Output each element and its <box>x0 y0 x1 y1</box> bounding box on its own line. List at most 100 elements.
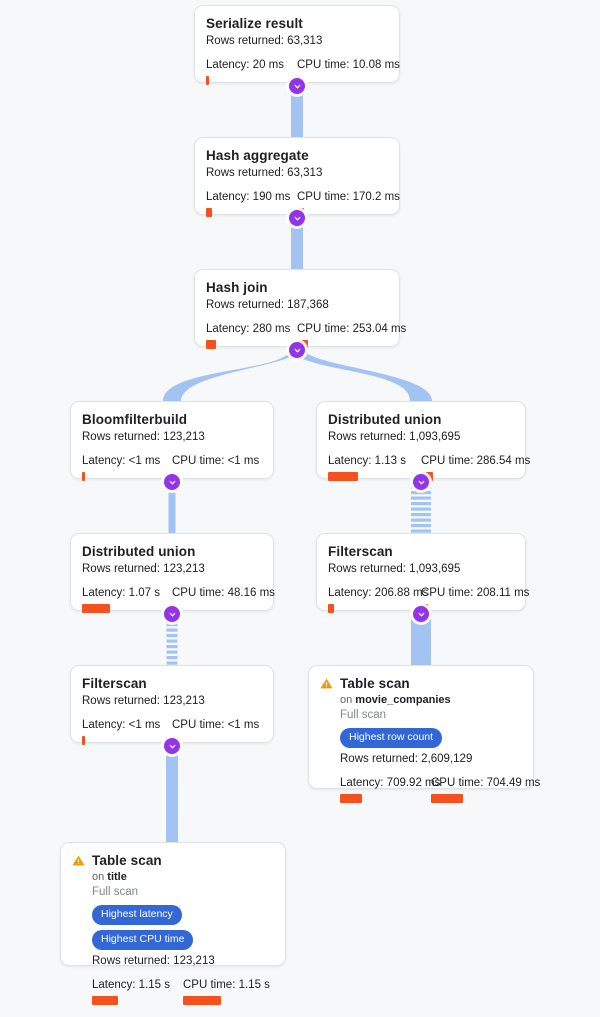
node-cpu-time-label: CPU time: 10.08 ms <box>297 59 400 71</box>
chevron-down-icon <box>169 744 175 748</box>
node-latency: Latency: 709.92 ms <box>340 776 440 803</box>
node-title: Filterscan <box>82 676 147 691</box>
connector-bloomfilterbuild[interactable] <box>164 474 180 490</box>
connector-hash-join[interactable] <box>289 342 305 358</box>
chevron-down-icon <box>418 612 424 616</box>
node-latency-label: Latency: 206.88 ms <box>328 587 429 599</box>
node-rows-returned: Rows returned: 123,213 <box>82 563 205 575</box>
status-badge[interactable]: Highest row count <box>340 728 443 748</box>
node-latency-bar <box>82 472 85 481</box>
edge-hashjoin-distributedunion <box>292 347 432 401</box>
node-latency-bar <box>206 208 212 217</box>
node-latency-label: Latency: 280 ms <box>206 323 291 335</box>
node-cpu-time: CPU time: <1 ms <box>172 718 262 745</box>
status-badge[interactable]: Highest CPU time <box>92 930 194 950</box>
chevron-down-icon <box>418 480 424 484</box>
table-name: movie_companies <box>355 694 451 706</box>
node-latency-label: Latency: 1.07 s <box>82 587 160 599</box>
node-title: Distributed union <box>82 544 196 559</box>
node-title: Hash join <box>206 280 268 295</box>
node-rows-returned: Rows returned: 187,368 <box>206 299 329 311</box>
node-latency-label: Latency: 1.15 s <box>92 979 170 991</box>
table-name: title <box>107 871 127 883</box>
node-title: Table scan <box>340 676 410 691</box>
node-latency: Latency: 206.88 ms <box>328 586 429 613</box>
node-rows-returned: Rows returned: 123,213 <box>92 955 215 967</box>
node-latency: Latency: 280 ms <box>206 322 297 349</box>
on-prefix: on <box>92 871 108 883</box>
node-cpu-time-label: CPU time: 286.54 ms <box>421 455 531 467</box>
node-latency-bar <box>206 76 209 85</box>
node-target-table: on title <box>92 870 274 885</box>
node-latency-bar <box>328 604 334 613</box>
status-badge[interactable]: Highest latency <box>92 905 182 925</box>
node-cpu-time-bar <box>431 794 463 803</box>
connector-distributed-union-right[interactable] <box>413 474 429 490</box>
node-title: Serialize result <box>206 16 303 31</box>
node-badges: Highest row count <box>340 728 522 748</box>
node-cpu-time-bar <box>183 996 221 1005</box>
node-cpu-time-label: CPU time: <1 ms <box>172 455 260 467</box>
connector-serialize-result[interactable] <box>289 78 305 94</box>
node-cpu-time-label: CPU time: <1 ms <box>172 719 260 731</box>
node-cpu-time: CPU time: 286.54 ms <box>421 454 531 481</box>
node-latency: Latency: 1.13 s <box>328 454 421 481</box>
connector-distributed-union-left[interactable] <box>164 606 180 622</box>
node-metrics: Latency: 1.15 s CPU time: 1.15 s <box>72 978 274 1005</box>
node-cpu-time: CPU time: 48.16 ms <box>172 586 275 613</box>
node-latency-label: Latency: 1.13 s <box>328 455 406 467</box>
warning-triangle-icon <box>320 677 333 695</box>
node-latency: Latency: 1.07 s <box>82 586 172 613</box>
connector-hash-aggregate[interactable] <box>289 210 305 226</box>
node-scan-type: Full scan <box>340 709 387 721</box>
node-rows-returned: Rows returned: 63,313 <box>206 35 323 47</box>
node-rows-returned: Rows returned: 123,213 <box>82 695 205 707</box>
chevron-down-icon <box>169 612 175 616</box>
node-title: Hash aggregate <box>206 148 309 163</box>
node-latency: Latency: 20 ms <box>206 58 297 85</box>
node-latency: Latency: 190 ms <box>206 190 297 217</box>
node-title: Filterscan <box>328 544 393 559</box>
node-latency-label: Latency: 20 ms <box>206 59 284 71</box>
node-cpu-time: CPU time: 208.11 ms <box>421 586 529 613</box>
node-target-table: on movie_companies <box>340 693 522 708</box>
connector-filterscan-left[interactable] <box>164 738 180 754</box>
node-latency: Latency: 1.15 s <box>92 978 183 1005</box>
node-cpu-time: CPU time: 1.15 s <box>183 978 274 1005</box>
node-rows-returned: Rows returned: 1,093,695 <box>328 431 461 443</box>
chevron-down-icon <box>294 216 300 220</box>
edge-hashjoin-bloomfilterbuild <box>163 347 302 401</box>
node-rows-returned: Rows returned: 63,313 <box>206 167 323 179</box>
node-cpu-time: CPU time: 170.2 ms <box>297 190 400 217</box>
connector-filterscan-right[interactable] <box>413 606 429 622</box>
node-cpu-time: CPU time: 253.04 ms <box>297 322 406 349</box>
